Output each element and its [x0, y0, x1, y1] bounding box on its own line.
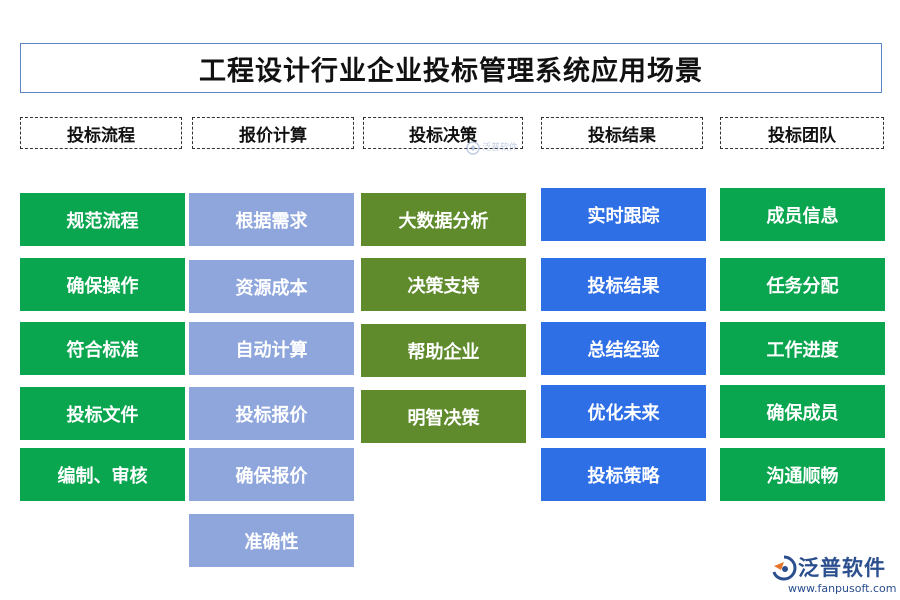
quote-item-auto-calc: 自动计算: [189, 322, 354, 375]
brand-logo-url: www.fanpusoft.com: [788, 582, 897, 595]
watermark-icon: [466, 141, 480, 155]
watermark-logo: 泛普软件: [466, 140, 528, 158]
team-item-ensure-members: 确保成员: [720, 385, 885, 438]
diagram-title: 工程设计行业企业投标管理系统应用场景: [20, 43, 882, 93]
process-item-standardize: 规范流程: [20, 193, 185, 246]
column-header-decision: 投标决策: [363, 117, 523, 149]
decision-item-wise-decision: 明智决策: [361, 390, 526, 443]
process-item-bid-documents: 投标文件: [20, 387, 185, 440]
team-item-task-assign: 任务分配: [720, 258, 885, 311]
process-item-ensure-operation: 确保操作: [20, 258, 185, 311]
quote-item-ensure-price: 确保报价: [189, 448, 354, 501]
quote-item-resource-cost: 资源成本: [189, 260, 354, 313]
column-header-team: 投标团队: [720, 117, 884, 149]
team-item-member-info: 成员信息: [720, 188, 885, 241]
brand-logo-name: 泛普软件: [798, 556, 886, 580]
result-item-summary: 总结经验: [541, 322, 706, 375]
result-item-optimize: 优化未来: [541, 385, 706, 438]
decision-item-big-data: 大数据分析: [361, 193, 526, 246]
team-item-communication: 沟通顺畅: [720, 448, 885, 501]
quote-item-accuracy: 准确性: [189, 514, 354, 567]
brand-logo-icon: [772, 555, 797, 581]
watermark-text: 泛普软件: [482, 143, 519, 153]
process-item-meet-standards: 符合标准: [20, 322, 185, 375]
quote-item-requirements: 根据需求: [189, 193, 354, 246]
result-item-strategy: 投标策略: [541, 448, 706, 501]
column-header-result: 投标结果: [541, 117, 703, 149]
column-header-quotation: 报价计算: [192, 117, 354, 149]
result-item-tracking: 实时跟踪: [541, 188, 706, 241]
column-header-bidding-process: 投标流程: [20, 117, 182, 149]
decision-item-support: 决策支持: [361, 258, 526, 311]
process-item-prepare-review: 编制、审核: [20, 448, 185, 501]
team-item-progress: 工作进度: [720, 322, 885, 375]
result-item-bid-result: 投标结果: [541, 258, 706, 311]
quote-item-bid-price: 投标报价: [189, 387, 354, 440]
decision-item-help-enterprise: 帮助企业: [361, 324, 526, 377]
brand-logo: 泛普软件 www.fanpusoft.com: [770, 552, 896, 596]
